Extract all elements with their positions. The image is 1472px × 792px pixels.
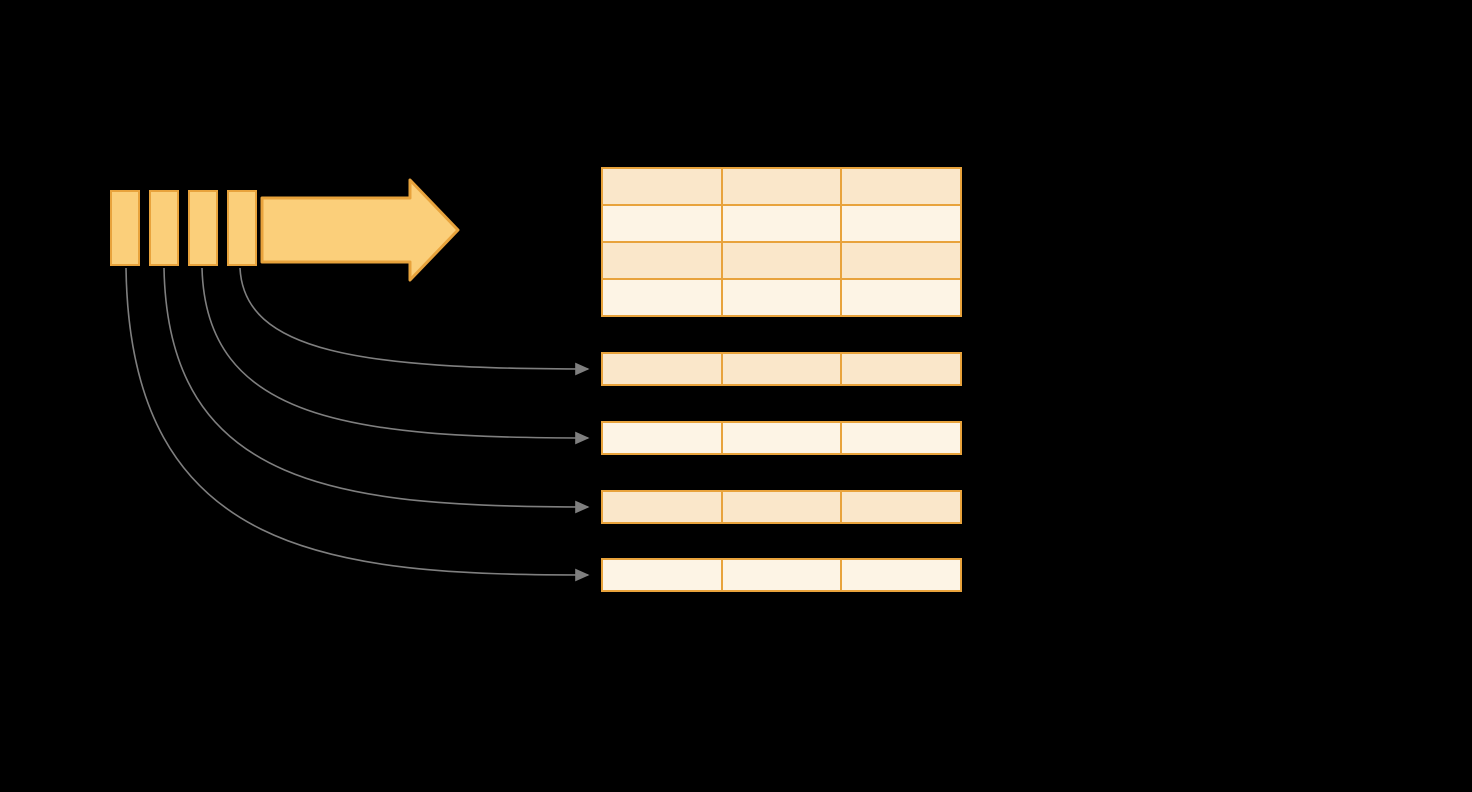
record-bar [227, 190, 257, 266]
record-bar [149, 190, 179, 266]
row-table [601, 421, 962, 455]
record-bar [188, 190, 218, 266]
table-cell [603, 206, 721, 241]
table-cell [842, 169, 960, 204]
record-queue [110, 190, 257, 266]
table-cell [842, 206, 960, 241]
table-cell [842, 492, 960, 522]
table-cell [842, 354, 960, 384]
row-table [601, 352, 962, 386]
table-cell [603, 560, 721, 590]
table-cell [722, 169, 841, 204]
connector-arrow [201, 267, 590, 445]
table-cell [722, 354, 841, 384]
table-cell [842, 243, 960, 278]
record-bar [110, 190, 140, 266]
table-cell [603, 280, 721, 315]
table-cell [722, 492, 841, 522]
target-table [601, 167, 962, 317]
table-cell [603, 354, 721, 384]
connector-arrow [125, 267, 590, 582]
connector-arrow [239, 267, 590, 376]
table-cell [603, 423, 721, 453]
bulk-flow-arrow-icon [260, 178, 460, 282]
row-table [601, 490, 962, 524]
table-cell [722, 423, 841, 453]
arrow-shape [260, 178, 460, 282]
table-cell [722, 280, 841, 315]
table-cell [603, 169, 721, 204]
table-cell [722, 206, 841, 241]
table-cell [722, 560, 841, 590]
table-cell [603, 243, 721, 278]
table-cell [842, 280, 960, 315]
connector-arrow [163, 267, 590, 514]
table-cell [722, 243, 841, 278]
row-table [601, 558, 962, 592]
table-cell [842, 423, 960, 453]
table-cell [603, 492, 721, 522]
table-cell [842, 560, 960, 590]
